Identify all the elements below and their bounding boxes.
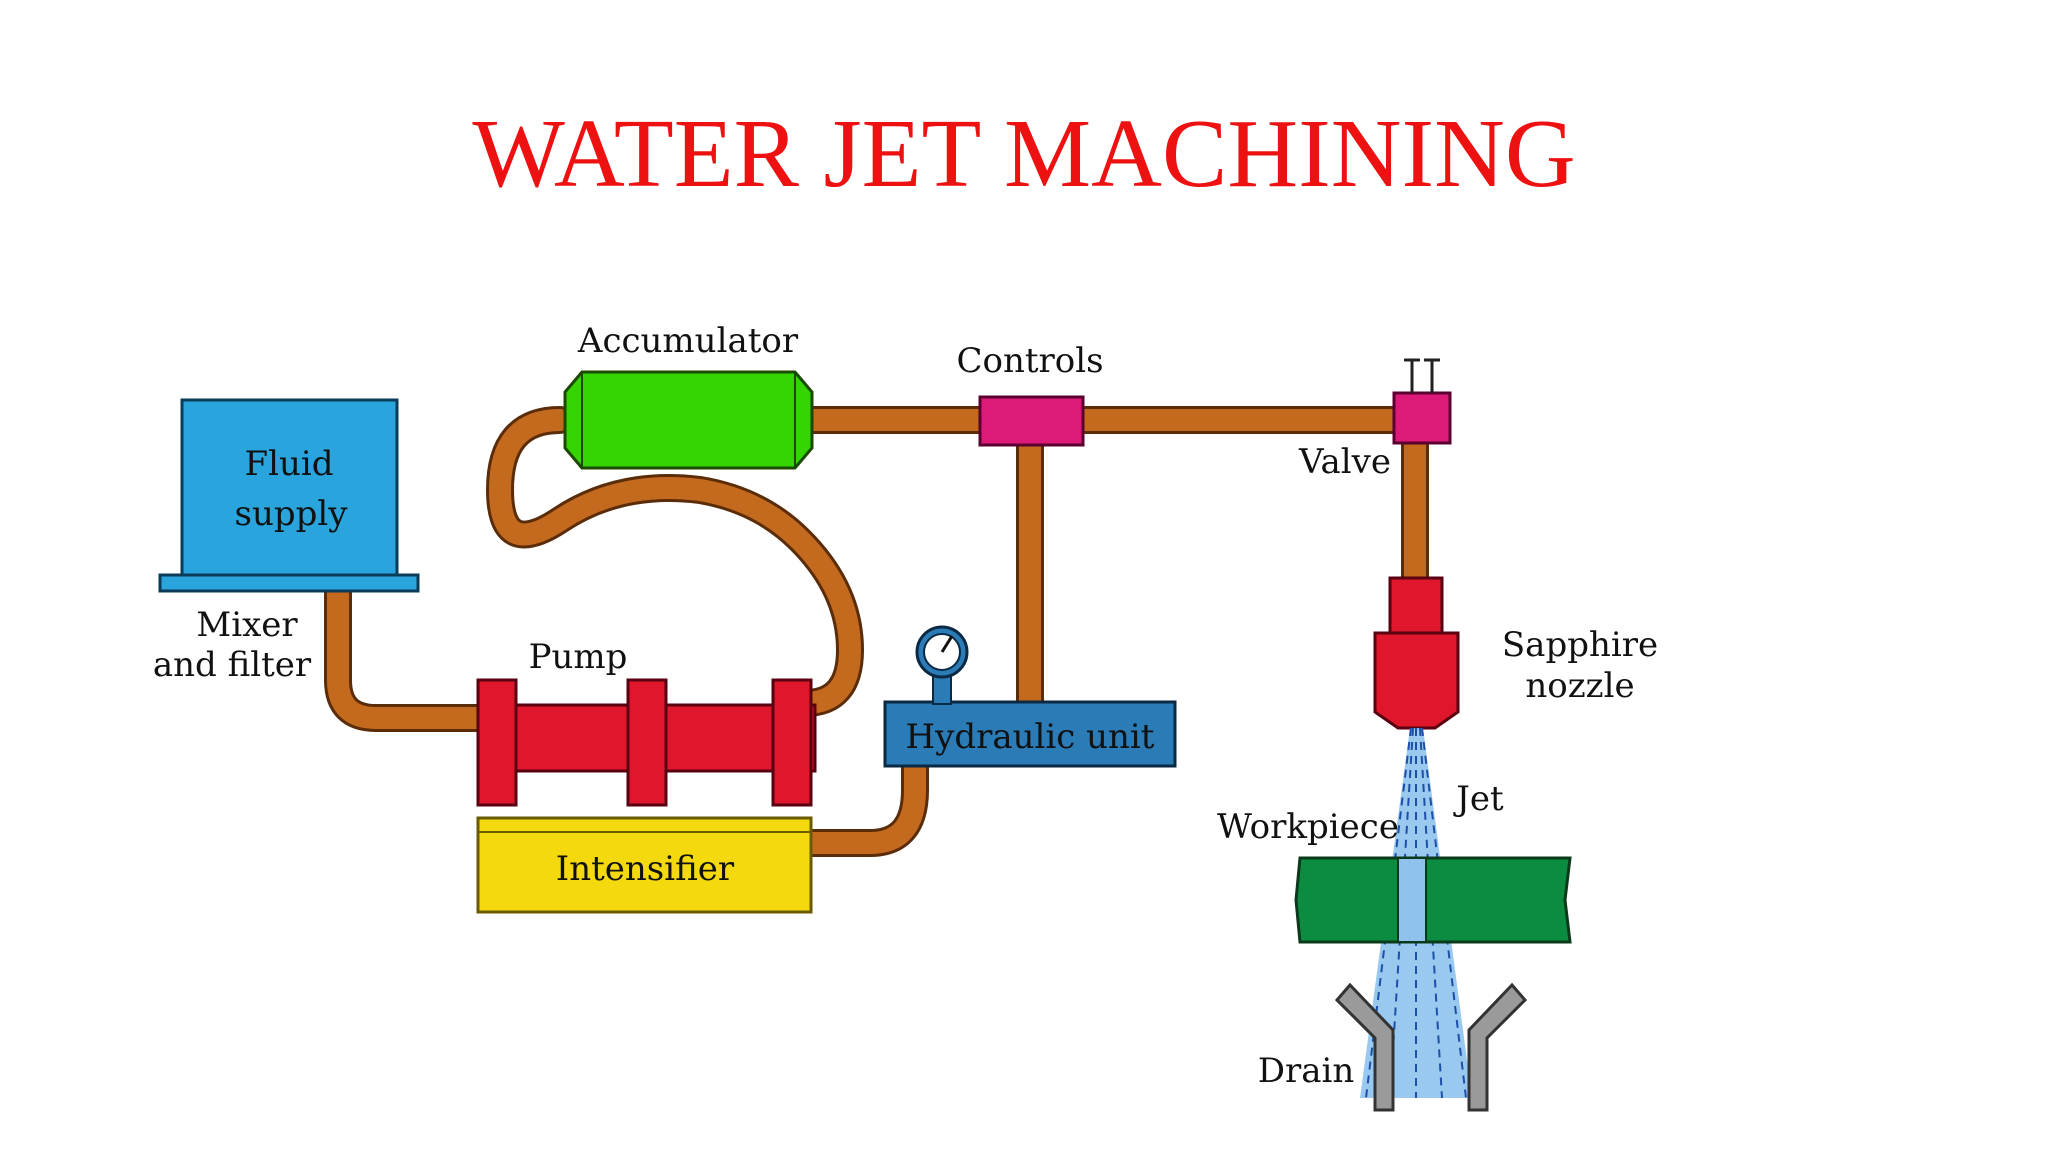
pipe-body	[327, 409, 1426, 854]
sapphire-nozzle: Sapphire nozzle	[1373, 576, 1658, 730]
valve-handle-icon	[1404, 358, 1440, 393]
sapphire-nozzle-label-line2: nozzle	[1525, 666, 1634, 706]
jet-label: Jet	[1453, 779, 1504, 819]
slide-title: WATER JET MACHINING	[472, 100, 1576, 208]
controls-box: Controls	[956, 341, 1104, 447]
valve-label: Valve	[1298, 442, 1391, 482]
sapphire-nozzle-label-line1: Sapphire	[1502, 625, 1658, 665]
piping	[324, 406, 1429, 857]
pressure-gauge-icon	[915, 625, 969, 705]
fluid-supply-label-line2: supply	[235, 494, 349, 534]
mixer-filter-label-line2: and filter	[153, 645, 312, 685]
fluid-supply-label-line1: Fluid	[244, 444, 333, 484]
controls-label: Controls	[956, 341, 1103, 381]
accumulator: Accumulator	[563, 321, 814, 470]
pump: Pump	[476, 637, 817, 807]
workpiece-label: Workpiece	[1217, 807, 1399, 847]
drain-label: Drain	[1258, 1051, 1355, 1091]
drain: Drain	[1258, 982, 1528, 1112]
intensifier: Intensifier	[476, 816, 813, 914]
workpiece: Workpiece	[1217, 807, 1572, 944]
accumulator-label: Accumulator	[577, 321, 799, 361]
valve: Valve	[1298, 358, 1452, 482]
intensifier-label: Intensifier	[556, 849, 735, 889]
mixer-filter-label-line1: Mixer	[196, 605, 298, 645]
pump-label: Pump	[529, 637, 628, 677]
fluid-supply-tank: Fluid supply	[158, 398, 420, 593]
hydraulic-unit-label: Hydraulic unit	[906, 717, 1155, 757]
hydraulic-unit: Hydraulic unit	[883, 700, 1177, 768]
